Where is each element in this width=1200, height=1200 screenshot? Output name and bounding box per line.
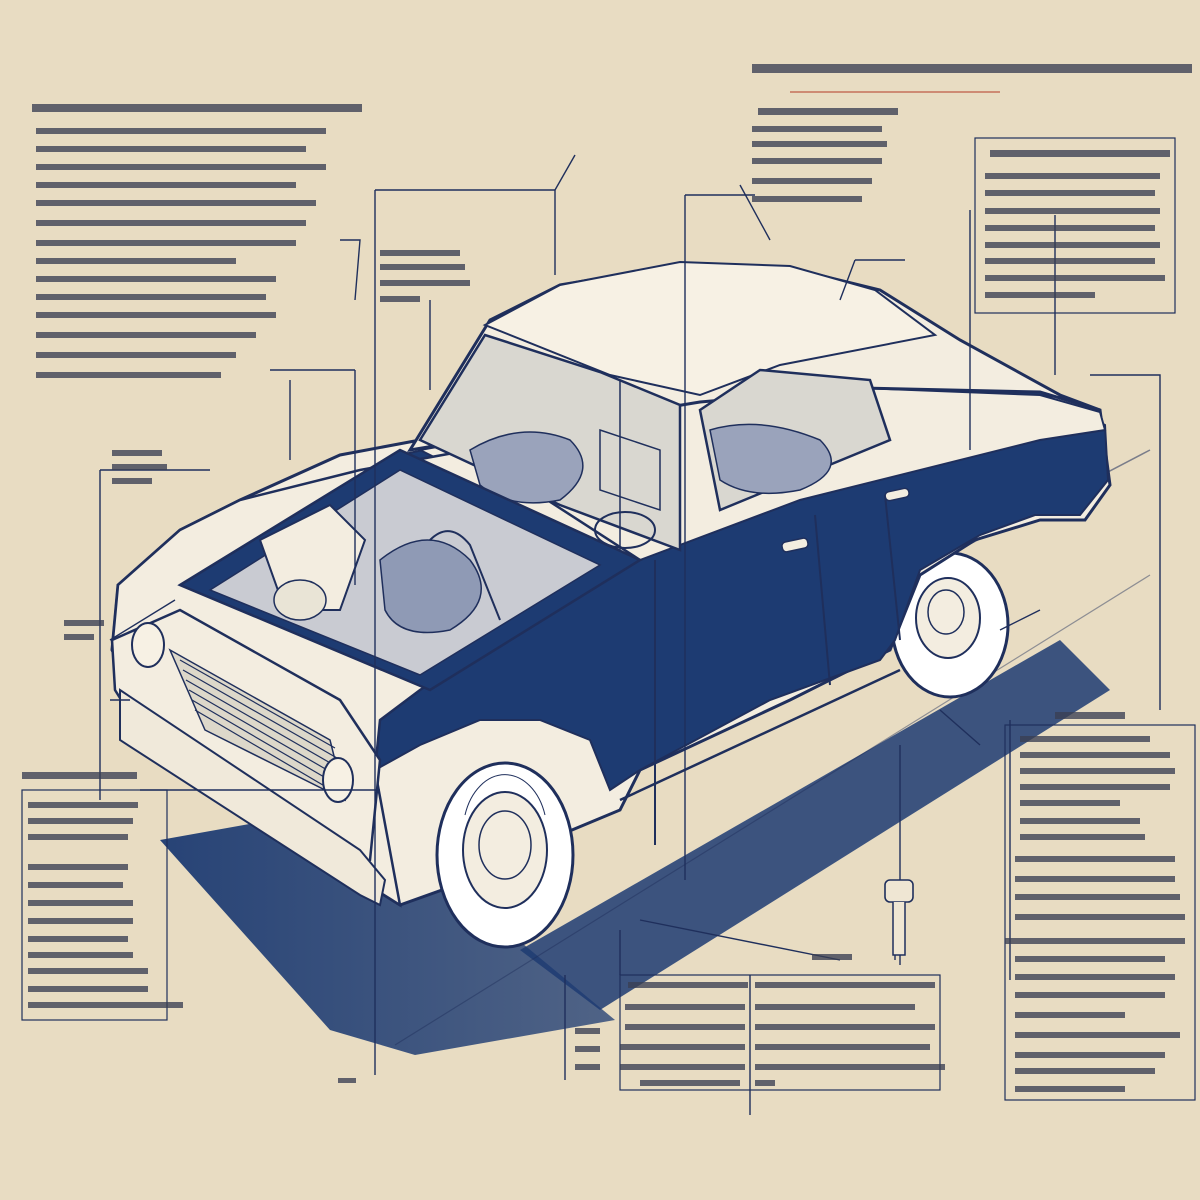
annotation-block-right [974,137,1176,314]
annotation-block-top-right [752,64,1192,202]
callout-marker [884,879,914,956]
annotation-block-top-left [32,104,362,378]
car-front [110,608,387,907]
annotation-block-lower-right [1004,712,1196,1101]
annotation-block-bottom-center [338,954,945,1091]
car-roof [406,260,1101,560]
annotation-block-lower-left [21,772,183,1021]
front-wheel [435,761,575,949]
annotation-block-mid-left [64,250,470,640]
rear-wheel [890,551,1010,699]
engine-bay [177,448,643,692]
